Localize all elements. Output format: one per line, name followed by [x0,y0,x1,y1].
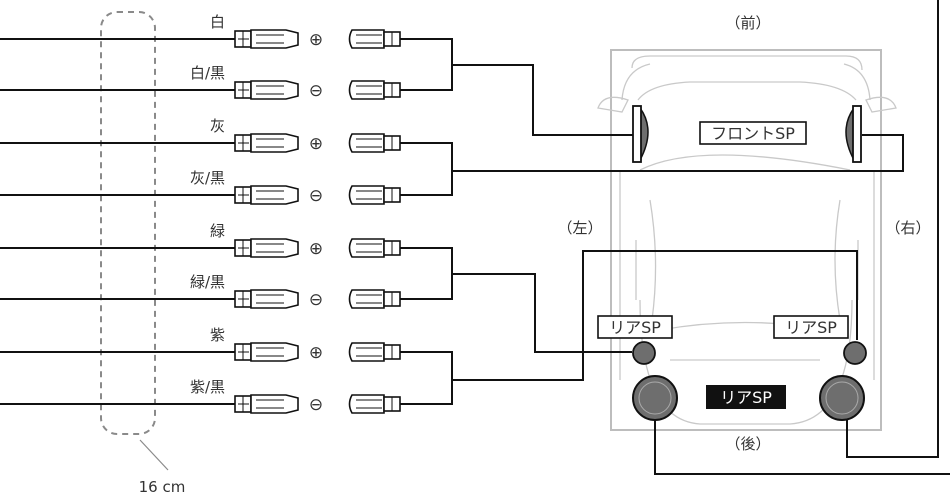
polarity-symbol: ⊖ [309,395,323,415]
harness-connector [234,185,299,205]
harness-connector [234,289,299,309]
wire-color-label: 緑/黒 [190,273,225,291]
polarity-symbol: ⊖ [309,186,323,206]
speaker-wires [416,0,950,475]
wire-row: 紫⊕ [0,326,416,363]
polarity-symbol: ⊕ [309,343,323,363]
wire-color-label: 紫 [210,326,225,344]
car-right-label: （右） [885,219,930,237]
wire-row: 白⊕ [0,13,416,50]
rear-left-door-speaker [632,341,656,365]
speaker-connector [348,29,416,49]
rear-right-speaker-label: リアSP [785,318,837,337]
front-right-speaker [845,105,862,163]
speaker-connector [348,238,416,258]
speaker-connector [348,80,416,100]
speaker-connector [348,394,416,414]
car-rear-label: （後） [725,435,770,453]
harness-connector [234,133,299,153]
wire-row: 白/黒 ⊖ [0,64,416,101]
front-speaker-label: フロントSP [711,124,795,143]
rear-center-speaker-label: リアSP [720,388,772,407]
wire-color-label: 灰 [210,117,225,135]
wire-row: 緑⊕ [0,222,416,259]
polarity-symbol: ⊕ [309,30,323,50]
rear-left-large-speaker [632,375,678,421]
wire-row: 灰/黒 ⊖ [0,169,416,206]
wire-color-label: 白/黒 [190,64,225,82]
speaker-connector [348,289,416,309]
rear-right-door-speaker [843,341,867,365]
wire-color-label: 緑 [210,222,225,240]
harness-connector [234,394,299,414]
wire-color-label: 灰/黒 [190,169,225,187]
harness-connector [234,342,299,362]
speaker-connector [348,133,416,153]
rear-right-large-speaker [819,375,865,421]
speaker-connector [348,342,416,362]
wire-row: 紫/黒 ⊖ [0,378,416,415]
wire-color-label: 白 [210,13,225,31]
car-left-label: （左） [557,219,602,237]
polarity-symbol: ⊖ [309,81,323,101]
harness-connector [234,238,299,258]
wire-rows: 白⊕白/黒⊖灰⊕灰/黒⊖緑⊕緑/黒⊖紫⊕紫/黒⊖ [0,13,416,415]
wire-color-label: 紫/黒 [190,378,225,396]
speaker-connector [348,185,416,205]
polarity-symbol: ⊕ [309,239,323,259]
front-left-speaker [632,105,649,163]
wire-row: 灰⊕ [0,117,416,154]
harness-connector [234,29,299,49]
car-outline [597,49,897,431]
harness-connector [234,80,299,100]
car-front-label: （前） [725,14,770,32]
bundle-length-label: 16 cm [139,478,186,496]
wire-bundle-marker [100,11,156,435]
polarity-symbol: ⊕ [309,134,323,154]
rear-left-speaker-label: リアSP [609,318,661,337]
wire-row: 緑/黒 ⊖ [0,273,416,310]
polarity-symbol: ⊖ [309,290,323,310]
